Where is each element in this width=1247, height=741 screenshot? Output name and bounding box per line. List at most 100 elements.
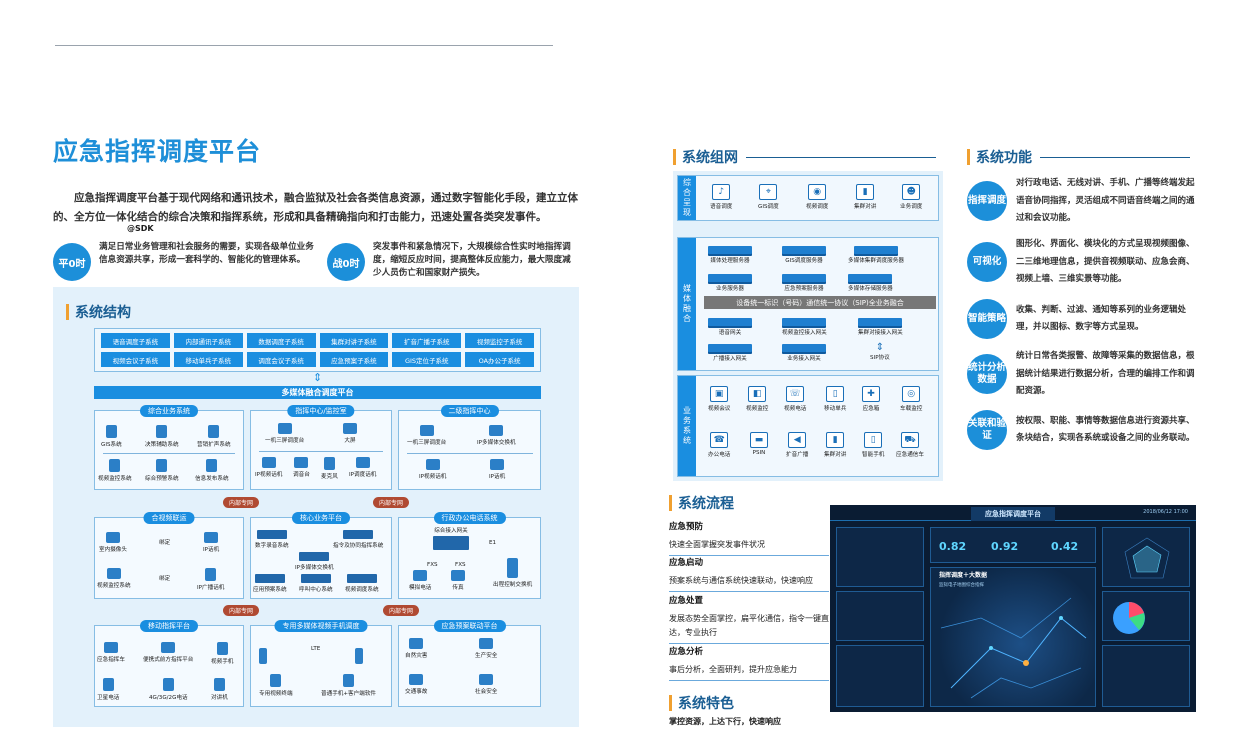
- section-rule: [1040, 156, 1190, 158]
- features-title: 系统特色: [678, 696, 734, 712]
- phone-icon: [479, 638, 494, 649]
- video-linkage-box: 合视频联运 室内摄像头 绑定 IP话机 视频监控系统 绑定 IP广播话机: [94, 512, 244, 599]
- integrated-business-head: 综合业务系统: [140, 405, 198, 417]
- fxs-label: FXS: [455, 562, 466, 568]
- server-icon: [300, 574, 331, 583]
- flow-step-head: 应急启动: [669, 558, 704, 568]
- broadcast-gateway-item: 广播接入网关: [708, 344, 752, 362]
- structure-panel: 系统结构 语音调度子系统 内部通讯子系统 数据调度子系统 集群对讲子系统 扩音广…: [53, 287, 579, 727]
- metric-value: 0.82: [939, 540, 967, 553]
- gateway-icon: [782, 344, 826, 352]
- mobile-command-box: 移动指挥平台 应急指挥车 便携式前方指挥平台 视频手机 卫星电话 4G/3G/2…: [94, 620, 244, 707]
- command-vehicle-node: 应急指挥车: [97, 642, 125, 663]
- business-server-item: 业务服务器: [708, 274, 752, 292]
- psin-item: ▬PSIN: [750, 432, 768, 456]
- dashboard-radar-pane: [1102, 527, 1190, 587]
- peacetime-text: 满足日常业务管理和社会服务的需要，实现各级单位业务信息资源共享，形成一套科学的、…: [99, 242, 314, 265]
- plan-linkage-head: 应急预案联动平台: [433, 620, 506, 632]
- e1-label: E1: [489, 540, 497, 546]
- phone-icon: [205, 568, 217, 581]
- network-panel: 综合呈现 ♪语音调度 ⌖GIS调度 ◉视频调度 ▮集群对讲 ☻业务调度 媒体融合…: [673, 171, 943, 481]
- features-header: 系统特色: [669, 693, 734, 713]
- secondary-center-head: 二级指挥中心: [440, 405, 499, 417]
- console-node: 一机三屏调度台: [407, 425, 446, 446]
- flow-title: 系统流程: [678, 496, 734, 512]
- ip-dispatch-phone-node: IP调度话机: [349, 457, 376, 478]
- mobile-icon: [343, 674, 355, 687]
- dashboard-pane: [836, 527, 924, 587]
- ip-video-phone-node: IP视频话机: [419, 459, 446, 480]
- phone-icon: [425, 459, 440, 470]
- mobile-command-head: 移动指挥平台: [140, 620, 198, 632]
- camera-icon: [105, 532, 120, 543]
- analog-phone-node: 模拟电话: [409, 570, 431, 591]
- broadcast-item: ◀扩音广播: [786, 432, 808, 458]
- server-icon: [708, 246, 752, 254]
- smartphone-item: ▯智能手机: [862, 432, 884, 458]
- video-dispatch-item: ◉视频调度: [806, 184, 828, 210]
- integrated-business-box: 综合业务系统 GIS系统 决策辅助系统 营销扩声系统 视频监控系统 综合预警系统…: [94, 405, 244, 490]
- flow-step: 应急分析 事后分析，全面研判，提升应急能力: [669, 645, 829, 681]
- radio-icon: ▮: [826, 432, 845, 448]
- wartime-text: 突发事件和紧急情况下，大规模综合性实时地指挥调度，缩短反应时间，提高整体反应能力…: [373, 242, 571, 278]
- subsystem-chip: OA办公子系统: [465, 352, 534, 367]
- function-row: 指挥调度 对行政电话、无线对讲、手机、广播等终端发起语音协同指挥，灵活组成不同语…: [967, 175, 1196, 228]
- private-network-pill: 内部专网: [223, 605, 260, 616]
- ip-video-phone-node: IP视频话机: [255, 457, 282, 478]
- radio-icon: ▯: [826, 386, 845, 402]
- private-network-pill: 内部专网: [223, 497, 260, 508]
- media-fusion-side-label: 媒体融合: [678, 238, 696, 370]
- gateway-icon: [858, 318, 903, 326]
- business-side-label: 业务系统: [678, 376, 696, 476]
- admin-phone-box: 行政办公电话系统 综合接入网关 FXS FXS E1 模拟电话 传真 出程控制交…: [398, 512, 541, 599]
- function-row: 统计分析数据 统计日常各类报警、故障等采集的数据信息，根据统计结果进行数据分析，…: [967, 348, 1196, 401]
- dashboard-list-pane: [1102, 645, 1190, 707]
- ip-phone-node: IP话机: [489, 459, 505, 480]
- business-section: 业务系统 ▣视频会议 ◧视频监控 ☏视频电话 ▯移动单兵 ✚应急箱 ◎车载监控 …: [677, 375, 939, 477]
- flow-step: 应急处置 发展态势全面掌控，扁平化通信，指令一键直达，专业执行: [669, 594, 829, 644]
- bus-line: [407, 453, 533, 454]
- storage-server-item: 多媒体存储服务器: [848, 274, 893, 292]
- dashboard-pane: [836, 645, 924, 707]
- ip-phone-node: IP话机: [203, 532, 219, 553]
- subsystem-chip: 视频会议子系统: [101, 352, 170, 367]
- function-badge: 统计分析数据: [967, 354, 1007, 395]
- video-phone-item: ☏视频电话: [784, 386, 806, 412]
- fax-node: 传真: [451, 570, 465, 591]
- call-center-node: 呼叫中心系统: [299, 574, 333, 593]
- video-conference-icon: ▣: [710, 386, 729, 402]
- metric-value: 0.42: [1051, 540, 1079, 553]
- video-linkage-head: 合视频联运: [143, 512, 195, 524]
- social-safety-node: 社会安全: [475, 674, 497, 695]
- pbx-node: 出程控制交换机: [493, 558, 532, 588]
- flow-step: 应急预防 快速全面掌握突发事件状况: [669, 520, 829, 556]
- mixer-icon: [294, 457, 309, 468]
- gateway-node: 综合接入网关: [433, 526, 469, 552]
- command-system-node: 指令及协同指挥系统: [333, 530, 383, 549]
- sound-node: 营销扩声系统: [197, 425, 231, 448]
- cluster-gateway-item: 集群对接接入网关: [858, 318, 903, 336]
- briefcase-icon: ✚: [862, 386, 880, 402]
- server-icon: [708, 274, 752, 282]
- server-icon: [109, 459, 121, 472]
- subsystem-chip: 语音调度子系统: [101, 333, 170, 348]
- monitor-icon: [277, 423, 292, 434]
- microphone-icon: [323, 457, 335, 470]
- subsystem-chip: 数据调度子系统: [246, 333, 316, 348]
- dedicated-video-head: 专用多媒体视频手机调度: [274, 620, 368, 632]
- server-icon: [156, 459, 168, 472]
- bus-line: [103, 453, 235, 454]
- phone-icon: [409, 674, 424, 685]
- pbx-icon: [507, 558, 519, 578]
- flow-step: 应急启动 预案系统与通信系统快速联动，快速响应: [669, 556, 829, 592]
- lte-label: LTE: [311, 646, 321, 652]
- gis-dispatch-item: ⌖GIS调度: [758, 184, 779, 210]
- subsystem-chip: 应急预案子系统: [319, 352, 389, 367]
- map-routes-graphic: [940, 597, 1087, 699]
- bind-label: 绑定: [159, 576, 171, 582]
- video-monitor-system-node: 视频监控系统: [97, 568, 131, 589]
- sip-fusion-bar: 设备统一标识（号码）通信统一协议（SIP)全业务融合: [704, 296, 936, 309]
- sip-protocol-item: ⇕SIP协议: [870, 342, 890, 361]
- camera-icon: ◉: [808, 184, 827, 200]
- map-pin-icon: ⌖: [759, 184, 778, 200]
